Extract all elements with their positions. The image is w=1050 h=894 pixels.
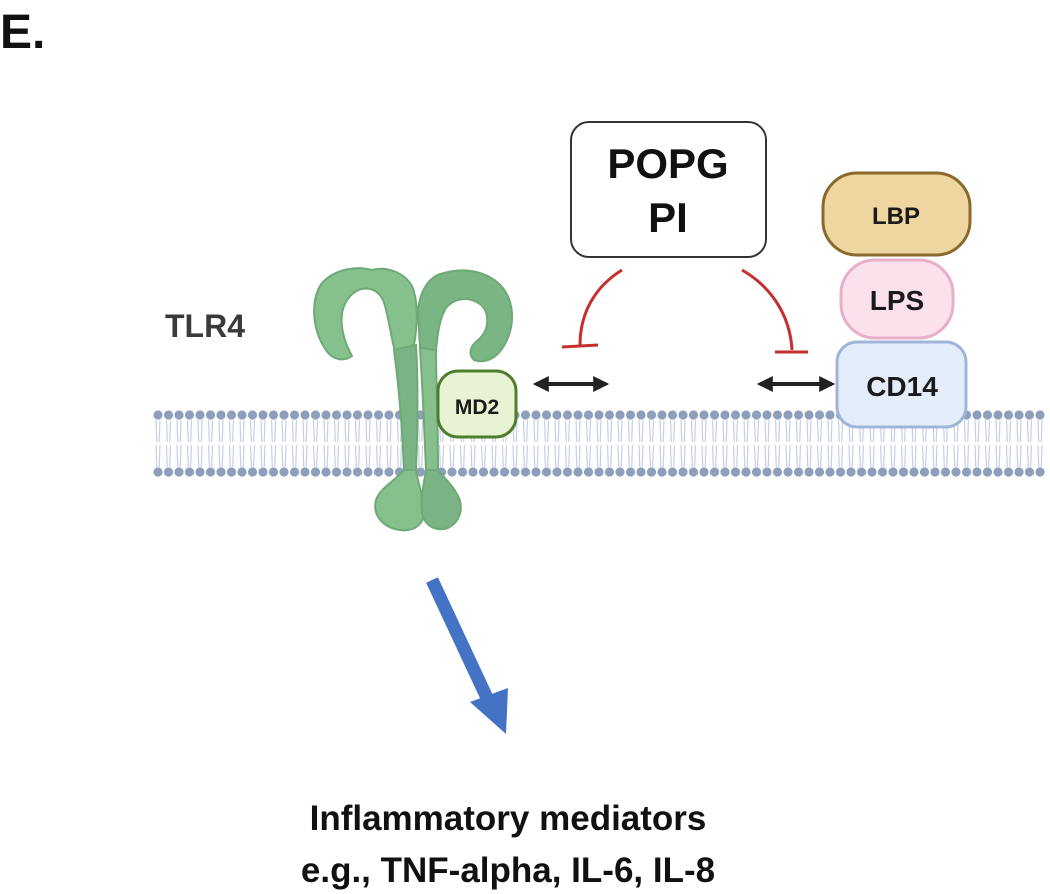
- output-examples: e.g., TNF-alpha, IL-6, IL-8: [301, 851, 715, 890]
- output-title: Inflammatory mediators: [310, 799, 707, 838]
- inhibitor-pi-label: PI: [648, 194, 688, 241]
- inhibition-arrow-left: [561, 268, 623, 349]
- inhibitor-popg-label: POPG: [607, 140, 728, 187]
- signaling-arrow: [426, 577, 508, 734]
- tlr4-receptor-icon: [313, 267, 513, 532]
- lps-node: LPS: [839, 258, 955, 340]
- md2-node: MD2: [436, 369, 518, 439]
- panel-label: E.: [0, 6, 45, 59]
- md2-label: MD2: [455, 396, 499, 419]
- tlr4-label: TLR4: [165, 308, 245, 344]
- lbp-node: LBP: [821, 171, 972, 257]
- inhibition-arrow-right: [741, 268, 808, 354]
- lps-label: LPS: [870, 285, 924, 316]
- lbp-label: LBP: [872, 203, 920, 230]
- cd14-label: CD14: [866, 371, 938, 402]
- inhibitor-box: POPG PI: [570, 121, 767, 258]
- cd14-node: CD14: [835, 340, 968, 429]
